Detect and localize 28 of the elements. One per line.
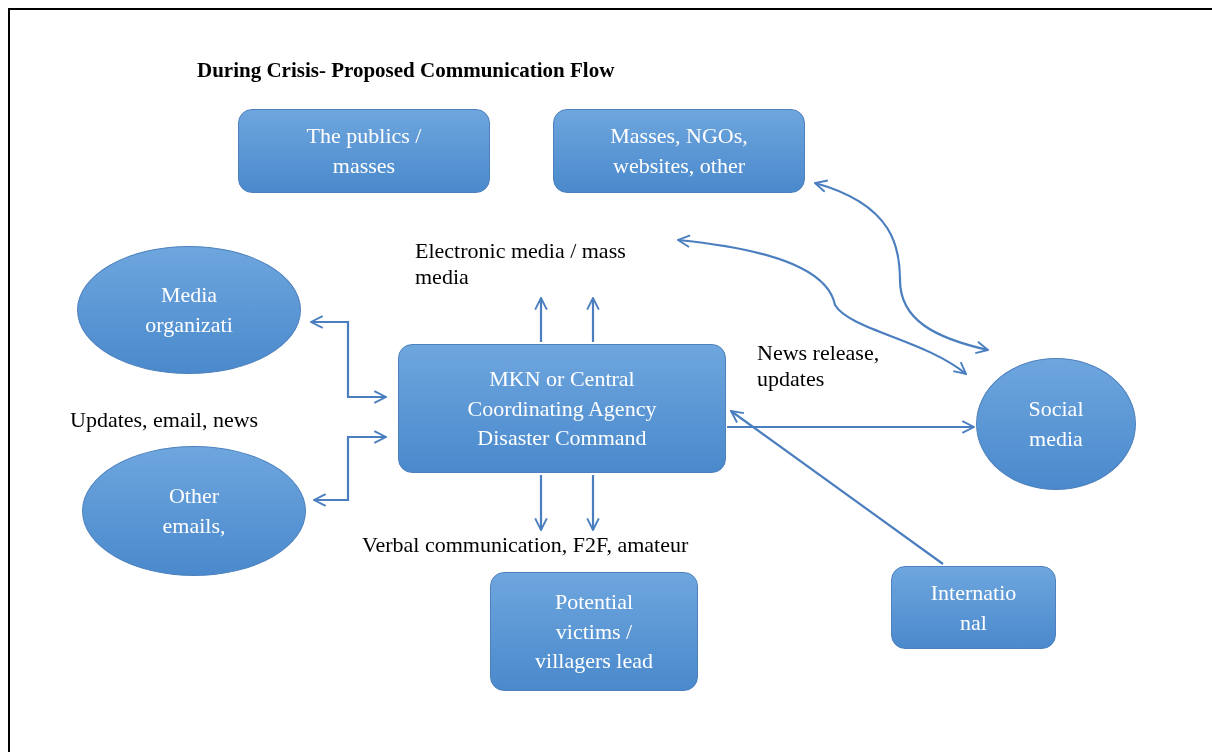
node-text: Potential victims / villagers lead [534,587,654,676]
node-text: Internatio nal [929,578,1018,637]
rounded-box [238,109,490,193]
arrow [534,297,548,342]
note-text: News release, updates [757,340,881,393]
note-text: Updates, email, news [70,407,260,434]
arrow [814,180,989,354]
flow-label: Electronic media / mass media [415,238,670,294]
arrow [727,420,975,434]
node-text: Other emails, [161,482,227,540]
node-text: Social media [1027,395,1085,453]
arrow [313,430,387,507]
rounded-box [553,109,805,193]
arrow [586,475,600,531]
arrow [730,410,944,565]
rounded-box [398,344,726,473]
arrow [534,475,548,531]
flow-label: Verbal communication, F2F, amateur [362,532,772,562]
arrow [310,315,387,404]
node-text: The publics / masses [305,122,423,180]
node-text: Masses, NGOs, websites, other [609,122,749,180]
node-text: MKN or Central Coordinating Agency Disaster Command [466,364,658,453]
arrow [586,297,600,342]
arrow [677,234,967,375]
rounded-box [490,572,698,691]
diagram-title: During Crisis- Proposed Communication Flow [197,58,615,83]
rounded-box [891,566,1056,649]
node-text: Media organizati [144,281,234,339]
